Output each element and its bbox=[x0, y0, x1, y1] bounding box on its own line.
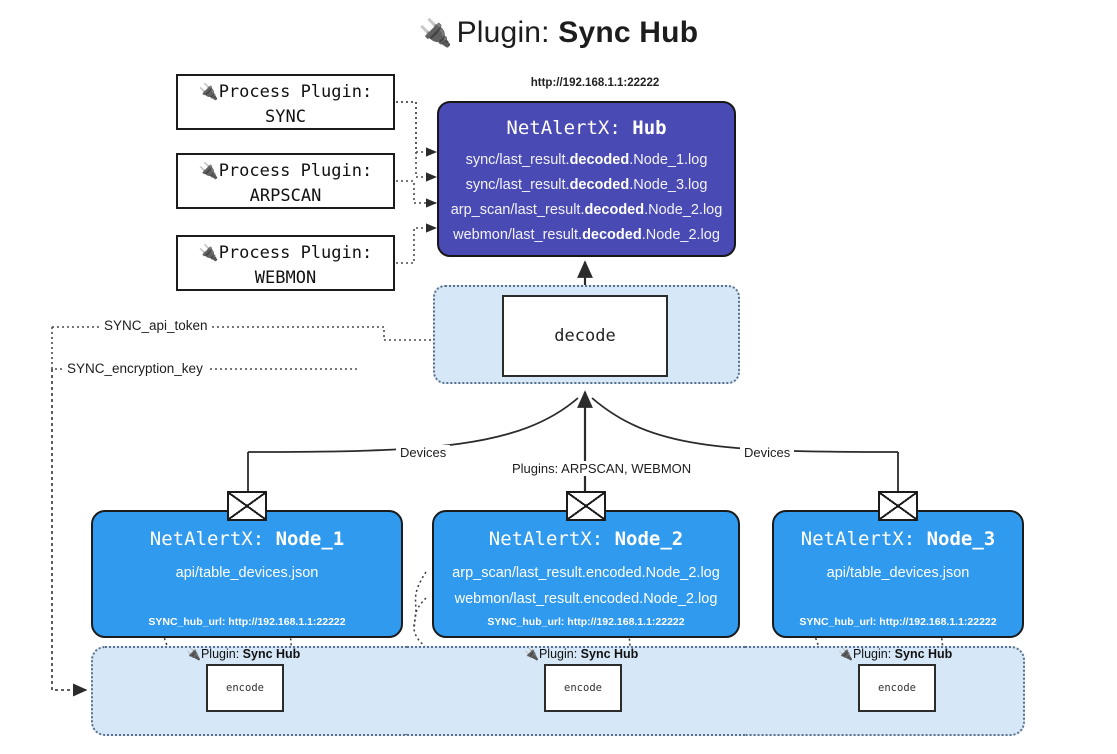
node-title-name: Node_1 bbox=[275, 528, 345, 550]
edge-label-devices-right: Devices bbox=[740, 445, 795, 460]
node-file-row: webmon/last_result.encoded.Node_2.log bbox=[454, 591, 718, 607]
envelope-icon bbox=[566, 491, 606, 521]
hub-file-row: arp_scan/last_result.decoded.Node_2.log bbox=[450, 202, 723, 218]
plugin-container-title: 🔌Plugin: Sync Hub bbox=[838, 647, 953, 661]
plug-icon: 🔌 bbox=[198, 82, 219, 101]
node-title-name: Node_2 bbox=[614, 528, 684, 550]
plugin-container-title: 🔌Plugin: Sync Hub bbox=[186, 647, 301, 661]
hub-title-prefix: NetAlertX: bbox=[506, 117, 633, 139]
hub-file-row: sync/last_result.decoded.Node_1.log bbox=[465, 152, 708, 168]
hub-title-name: Hub bbox=[632, 117, 667, 139]
title-prefix: Plugin: bbox=[456, 16, 559, 49]
node-title-name: Node_3 bbox=[926, 528, 996, 550]
plug-icon: 🔌 bbox=[524, 647, 539, 661]
node-file-list: arp_scan/last_result.encoded.Node_2.log … bbox=[434, 560, 738, 612]
node-hub-url: SYNC_hub_url: http://192.168.1.1:22222 bbox=[487, 616, 685, 628]
plug-icon: 🔌 bbox=[418, 18, 453, 48]
node-file-list: api/table_devices.json bbox=[93, 560, 401, 586]
node-file-row: api/table_devices.json bbox=[826, 565, 970, 581]
process-plugin-line1: 🔌Process Plugin: bbox=[178, 79, 393, 105]
plug-icon: 🔌 bbox=[198, 161, 219, 180]
node-title: NetAlertX: Node_1 bbox=[149, 528, 345, 550]
page-title: 🔌Plugin: Sync Hub bbox=[0, 16, 1117, 50]
edge-label-plugins: Plugins: ARPSCAN, WEBMON bbox=[508, 461, 696, 476]
edge-label-devices-left: Devices bbox=[396, 445, 451, 460]
process-plugin-sync[interactable]: 🔌Process Plugin: SYNC bbox=[176, 74, 395, 130]
label-sync-encryption-key: SYNC_encryption_key bbox=[63, 361, 207, 376]
process-plugin-arpscan[interactable]: 🔌Process Plugin: ARPSCAN bbox=[176, 153, 395, 209]
process-plugin-name: WEBMON bbox=[254, 268, 317, 288]
encode-box[interactable]: encode bbox=[206, 664, 284, 712]
process-plugin-label: Process Plugin: bbox=[218, 243, 373, 263]
plug-icon: 🔌 bbox=[198, 243, 219, 262]
node-title: NetAlertX: Node_3 bbox=[800, 528, 996, 550]
decode-box[interactable]: decode bbox=[502, 295, 668, 377]
title-name: Sync Hub bbox=[558, 16, 699, 49]
envelope-icon bbox=[227, 491, 267, 521]
encode-box[interactable]: encode bbox=[858, 664, 936, 712]
node-file-row: arp_scan/last_result.encoded.Node_2.log bbox=[452, 565, 720, 581]
process-plugin-webmon[interactable]: 🔌Process Plugin: WEBMON bbox=[176, 235, 395, 291]
process-plugin-name: ARPSCAN bbox=[249, 186, 322, 206]
node-file-list: api/table_devices.json bbox=[774, 560, 1022, 586]
node-hub-url: SYNC_hub_url: http://192.168.1.1:22222 bbox=[799, 616, 997, 628]
node-card-node-2[interactable]: NetAlertX: Node_2 arp_scan/last_result.e… bbox=[432, 510, 740, 638]
hub-file-list: sync/last_result.decoded.Node_1.log sync… bbox=[439, 148, 734, 248]
plug-icon: 🔌 bbox=[186, 647, 201, 661]
hub-file-row: webmon/last_result.decoded.Node_2.log bbox=[453, 227, 720, 243]
hub-url-label: http://192.168.1.1:22222 bbox=[530, 77, 660, 89]
hub-title: NetAlertX: Hub bbox=[439, 117, 734, 139]
process-plugin-label: Process Plugin: bbox=[218, 82, 373, 102]
process-plugin-label: Process Plugin: bbox=[218, 161, 373, 181]
node-card-node-1[interactable]: NetAlertX: Node_1 api/table_devices.json… bbox=[91, 510, 403, 638]
encode-box[interactable]: encode bbox=[544, 664, 622, 712]
envelope-icon bbox=[878, 491, 918, 521]
label-sync-api-token: SYNC_api_token bbox=[100, 318, 212, 333]
hub-file-row: sync/last_result.decoded.Node_3.log bbox=[465, 177, 708, 193]
process-plugin-name: SYNC bbox=[265, 107, 306, 127]
hub-node[interactable]: NetAlertX: Hub sync/last_result.decoded.… bbox=[437, 101, 736, 257]
process-plugin-line1: 🔌Process Plugin: bbox=[178, 158, 393, 184]
process-plugin-line1: 🔌Process Plugin: bbox=[178, 240, 393, 266]
plugin-container-title: 🔌Plugin: Sync Hub bbox=[524, 647, 639, 661]
node-hub-url: SYNC_hub_url: http://192.168.1.1:22222 bbox=[148, 616, 346, 628]
node-card-node-3[interactable]: NetAlertX: Node_3 api/table_devices.json… bbox=[772, 510, 1024, 638]
node-file-row: api/table_devices.json bbox=[175, 565, 319, 581]
plug-icon: 🔌 bbox=[838, 647, 853, 661]
node-title: NetAlertX: Node_2 bbox=[488, 528, 684, 550]
